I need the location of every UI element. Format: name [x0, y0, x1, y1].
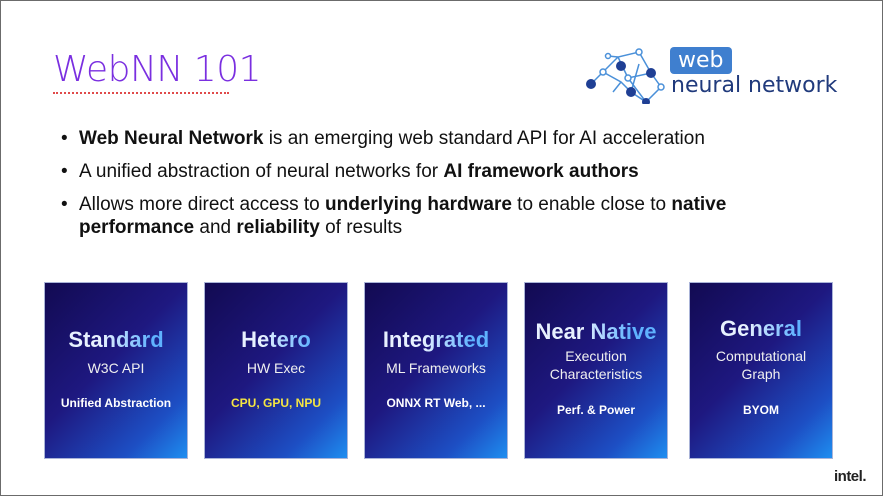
card-detail: Perf. & Power [556, 403, 636, 417]
card-detail: Unified Abstraction [60, 396, 172, 410]
card-heading: Integrated [365, 327, 507, 353]
card-subtitle: Computational Graph [715, 348, 807, 382]
card-subtitle: Execution Characteristics [549, 348, 643, 382]
card-detail: BYOM [743, 403, 779, 417]
logo-badge: web [670, 47, 732, 74]
card-subtitle: ML Frameworks [386, 360, 486, 376]
bullet-item: Web Neural Network is an emerging web st… [59, 127, 819, 150]
bullet-text: to enable close to [511, 194, 672, 215]
bullet-bold-text: AI framework authors [443, 161, 639, 182]
card-heading: General [690, 316, 832, 342]
slide-title-text: WebNN 101 [53, 49, 262, 90]
bullet-list: Web Neural Network is an emerging web st… [59, 127, 819, 249]
bullet-item: A unified abstraction of neural networks… [59, 160, 819, 183]
card-detail: CPU, GPU, NPU [230, 396, 321, 410]
webnn-logo: web neural network [583, 44, 853, 106]
bullet-bold-text: reliability [236, 217, 320, 238]
bullet-item: Allows more direct access to underlying … [59, 193, 819, 239]
logo-text: neural network [671, 73, 838, 98]
bullet-text: and [194, 217, 237, 238]
bullet-text: A unified abstraction of neural networks… [79, 161, 444, 182]
neural-network-icon [586, 48, 665, 106]
bullet-text: is an emerging web standard API for AI a… [263, 128, 705, 149]
card-heading: Hetero [205, 327, 347, 353]
bullet-text: Allows more direct access to [79, 194, 326, 215]
card-subtitle: HW Exec [246, 360, 306, 376]
card-subtitle: W3C API [87, 360, 145, 376]
bullet-bold-text: Web Neural Network [79, 128, 264, 149]
spellcheck-underline [53, 88, 229, 94]
bullet-bold-text: underlying hardware [325, 194, 512, 215]
card-detail: ONNX RT Web, ... [386, 396, 486, 410]
bullet-text: of results [319, 217, 403, 238]
card-heading: Standard [45, 327, 187, 353]
bullet-bold-text: native performance [79, 194, 727, 238]
card-heading: Near Native [525, 319, 667, 345]
slide-title: WebNN 101 [53, 49, 262, 94]
intel-logo: intel. [833, 468, 867, 485]
